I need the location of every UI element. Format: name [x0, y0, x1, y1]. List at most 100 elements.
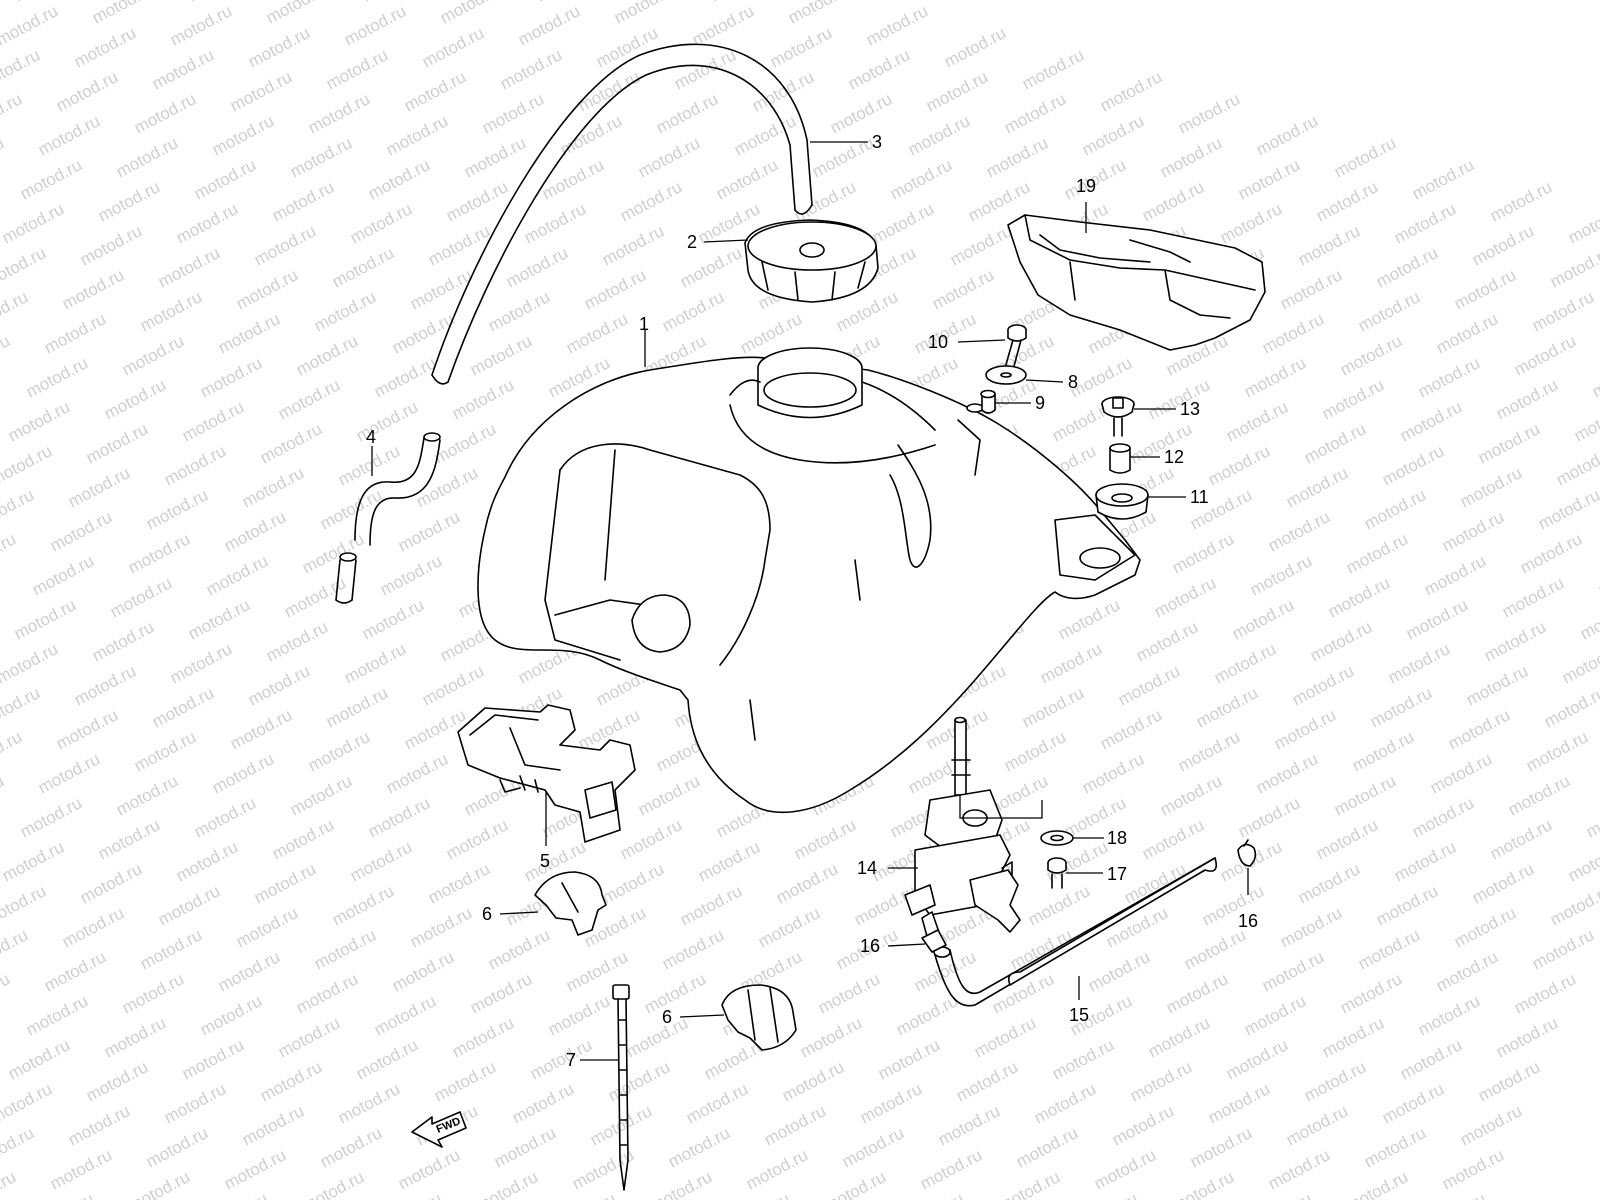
watermark-text: motod.ru — [449, 1013, 517, 1061]
watermark-text: motod.ru — [1583, 793, 1600, 841]
watermark-text: motod.ru — [1331, 771, 1399, 819]
watermark-text: motod.ru — [191, 155, 259, 203]
watermark-text: motod.ru — [239, 1101, 307, 1149]
watermark-text: motod.ru — [233, 903, 301, 951]
watermark-text: motod.ru — [1025, 881, 1093, 929]
watermark-text: motod.ru — [11, 595, 79, 643]
hose-clip-16a-part — [921, 929, 947, 953]
watermark-text: motod.ru — [1571, 397, 1600, 445]
watermark-text: motod.ru — [437, 0, 505, 28]
watermark-text: motod.ru — [89, 0, 157, 28]
watermark-text: motod.ru — [1295, 221, 1363, 269]
watermark-text: motod.ru — [917, 1145, 985, 1193]
watermark-text: motod.ru — [1595, 551, 1600, 599]
watermark-text: motod.ru — [251, 859, 319, 907]
watermark-text: motod.ru — [197, 991, 265, 1039]
watermark-text: motod.ru — [863, 1, 931, 49]
watermark-text: motod.ru — [581, 265, 649, 313]
watermark-text: motod.ru — [335, 1079, 403, 1127]
watermark-text: motod.ru — [971, 1013, 1039, 1061]
watermark-text: motod.ru — [1487, 177, 1555, 225]
watermark-text: motod.ru — [113, 133, 181, 181]
watermark-text: motod.ru — [131, 727, 199, 775]
watermark-text: motod.ru — [929, 265, 997, 313]
watermark-text: motod.ru — [1397, 397, 1465, 445]
callout-2: 2 — [687, 232, 697, 252]
watermark-text: motod.ru — [1565, 199, 1600, 247]
watermark-text: motod.ru — [173, 837, 241, 885]
watermark-text: motod.ru — [1085, 947, 1153, 995]
callout-11: 11 — [1190, 487, 1209, 507]
spacer-9-part — [980, 389, 996, 414]
callout-18: 18 — [1107, 828, 1127, 848]
watermark-text: motod.ru — [347, 199, 415, 247]
watermark-text: motod.ru — [869, 199, 937, 247]
watermark-text: motod.ru — [683, 1079, 751, 1127]
watermark-text: motod.ru — [1013, 1123, 1081, 1171]
callout-4: 4 — [366, 427, 376, 447]
callout-13: 13 — [1180, 399, 1200, 419]
watermark-text: motod.ru — [1529, 925, 1597, 973]
watermark-text: motod.ru — [383, 111, 451, 159]
watermark-text: motod.ru — [155, 881, 223, 929]
watermark-text: motod.ru — [323, 45, 391, 93]
watermark-text: motod.ru — [269, 177, 337, 225]
watermark-text: motod.ru — [467, 969, 535, 1017]
watermark-text: motod.ru — [1175, 89, 1243, 137]
watermark-text: motod.ru — [299, 1167, 367, 1200]
watermark-text: motod.ru — [1223, 397, 1291, 445]
watermark-text: motod.ru — [407, 903, 475, 951]
watermark-text: motod.ru — [419, 23, 487, 71]
watermark-text: motod.ru — [41, 947, 109, 995]
watermark-text: motod.ru — [221, 1145, 289, 1193]
watermark-text: motod.ru — [1259, 947, 1327, 995]
watermark-text: motod.ru — [551, 1189, 619, 1200]
watermark-text: motod.ru — [1403, 595, 1471, 643]
watermark-text: motod.ru — [1511, 969, 1579, 1017]
watermark-text: motod.ru — [797, 1013, 865, 1061]
clamp-6b-part — [721, 984, 797, 1051]
watermark-text: motod.ru — [497, 45, 565, 93]
leader-line — [887, 943, 926, 947]
watermark-text: motod.ru — [1223, 1035, 1291, 1083]
watermark-text: motod.ru — [563, 309, 631, 357]
watermark-text: motod.ru — [0, 1167, 19, 1200]
watermark-text: motod.ru — [137, 287, 205, 335]
watermark-text: motod.ru — [941, 23, 1009, 71]
watermark-text: motod.ru — [419, 661, 487, 709]
watermark-text: motod.ru — [347, 837, 415, 885]
watermark-text: motod.ru — [425, 221, 493, 269]
watermark-text: motod.ru — [371, 353, 439, 401]
washer-8-part — [985, 365, 1027, 385]
watermark-text: motod.ru — [0, 881, 49, 929]
watermark-text: motod.ru — [179, 1035, 247, 1083]
watermark-text: motod.ru — [353, 397, 421, 445]
watermark-text: motod.ru — [1343, 1167, 1411, 1200]
watermark-text: motod.ru — [143, 1123, 211, 1171]
watermark-text: motod.ru — [1097, 67, 1165, 115]
watermark-text: motod.ru — [275, 1013, 343, 1061]
watermark-text: motod.ru — [449, 375, 517, 423]
watermark-text: motod.ru — [1163, 969, 1231, 1017]
watermark-text: motod.ru — [1151, 573, 1219, 621]
watermark-text: motod.ru — [1235, 155, 1303, 203]
watermark-text: motod.ru — [1457, 1101, 1525, 1149]
watermark-text: motod.ru — [329, 243, 397, 291]
watermark-text: motod.ru — [905, 111, 973, 159]
watermark-text: motod.ru — [1337, 969, 1405, 1017]
callout-7: 7 — [566, 1050, 576, 1070]
watermark-text: motod.ru — [1301, 1057, 1369, 1105]
watermark-text: motod.ru — [1031, 1079, 1099, 1127]
watermark-text: motod.ru — [1547, 243, 1600, 291]
watermark-text: motod.ru — [1073, 1189, 1141, 1200]
watermark-text: motod.ru — [0, 969, 13, 1017]
watermark-text: motod.ru — [1229, 595, 1297, 643]
watermark-text: motod.ru — [131, 89, 199, 137]
watermark-text: motod.ru — [821, 1167, 889, 1200]
watermark-text: motod.ru — [1553, 441, 1600, 489]
watermark-text: motod.ru — [0, 485, 37, 533]
watermark-text: motod.ru — [197, 353, 265, 401]
watermark-text: motod.ru — [101, 1013, 169, 1061]
watermark-text: motod.ru — [1265, 1145, 1333, 1193]
watermark-text: motod.ru — [101, 375, 169, 423]
